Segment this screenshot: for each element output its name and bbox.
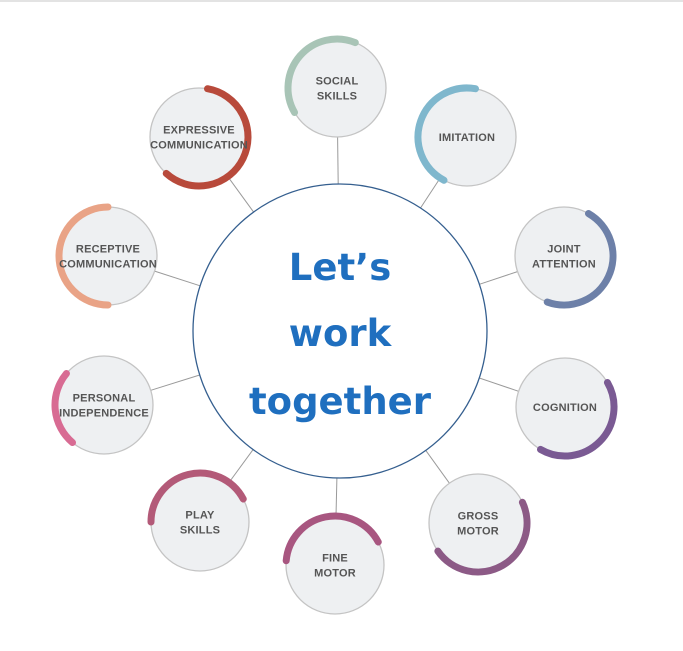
hub-circle <box>192 183 488 479</box>
arc-cognition <box>537 379 618 460</box>
spokes <box>150 136 519 517</box>
node-label-fine-motor-2: MOTOR <box>314 568 356 580</box>
hub-title-line-3: together <box>249 380 432 423</box>
node-label-joint-attention-2: ATTENTION <box>532 259 596 271</box>
arc-gross-motor <box>434 498 531 576</box>
node-social-skills: SOCIAL SKILLS <box>284 35 387 138</box>
spoke-receptive-communication <box>154 270 201 287</box>
node-fine-motor: FINE MOTOR <box>282 512 385 615</box>
node-play-skills: PLAY SKILLS <box>147 469 250 572</box>
node-label-imitation-1: IMITATION <box>439 132 495 144</box>
spoke-expressive-communication <box>227 176 255 213</box>
spoke-personal-independence <box>150 374 200 391</box>
node-label-expressive-communication-2: COMMUNICATION <box>150 140 248 152</box>
node-personal-independence: PERSONAL INDEPENDENCE <box>51 355 154 455</box>
node-label-fine-motor-1: FINE <box>322 553 348 565</box>
arc-play-skills <box>147 469 247 526</box>
spoke-gross-motor <box>425 450 450 484</box>
node-label-gross-motor-1: GROSS <box>458 511 499 523</box>
node-gross-motor: GROSS MOTOR <box>428 473 531 576</box>
arc-social-skills <box>284 35 359 116</box>
arc-imitation <box>414 84 480 184</box>
arc-joint-attention <box>543 210 617 309</box>
node-imitation: IMITATION <box>414 84 517 187</box>
arc-personal-independence <box>51 370 76 447</box>
arc-expressive-communication <box>162 85 252 190</box>
spoke-cognition <box>479 377 519 392</box>
node-label-gross-motor-2: MOTOR <box>457 526 499 538</box>
node-expressive-communication: EXPRESSIVE COMMUNICATION <box>149 85 252 190</box>
node-label-joint-attention-1: JOINT <box>547 244 580 256</box>
node-label-social-skills-2: SKILLS <box>317 91 357 103</box>
arc-receptive-communication <box>55 203 112 309</box>
spoke-play-skills <box>228 449 254 483</box>
spoke-joint-attention <box>479 271 518 285</box>
node-label-personal-independence-2: INDEPENDENCE <box>59 408 149 420</box>
node-label-receptive-communication-1: RECEPTIVE <box>76 244 140 256</box>
top-divider <box>0 0 683 2</box>
hub-title-line-2: work <box>289 312 393 355</box>
node-joint-attention: JOINT ATTENTION <box>514 206 617 309</box>
center-hub: Let’s work together <box>192 183 488 479</box>
node-label-receptive-communication-2: COMMUNICATION <box>59 259 157 271</box>
hub-title-line-1: Let’s <box>289 246 391 289</box>
node-cognition: COGNITION <box>515 357 618 460</box>
arc-fine-motor <box>282 512 382 565</box>
node-receptive-communication: RECEPTIVE COMMUNICATION <box>55 203 158 309</box>
spoke-social-skills <box>337 136 339 185</box>
node-label-expressive-communication-1: EXPRESSIVE <box>163 125 235 137</box>
spoke-imitation <box>420 177 441 209</box>
node-label-personal-independence-1: PERSONAL <box>73 393 136 405</box>
spoke-fine-motor <box>335 477 338 517</box>
skill-nodes: SOCIAL SKILLS IMITATION JOINT ATTENTION COGNI… <box>51 35 618 615</box>
node-label-social-skills-1: SOCIAL <box>316 76 359 88</box>
node-label-play-skills-1: PLAY <box>185 510 215 522</box>
node-label-cognition-1: COGNITION <box>533 402 597 414</box>
node-label-play-skills-2: SKILLS <box>180 525 220 537</box>
